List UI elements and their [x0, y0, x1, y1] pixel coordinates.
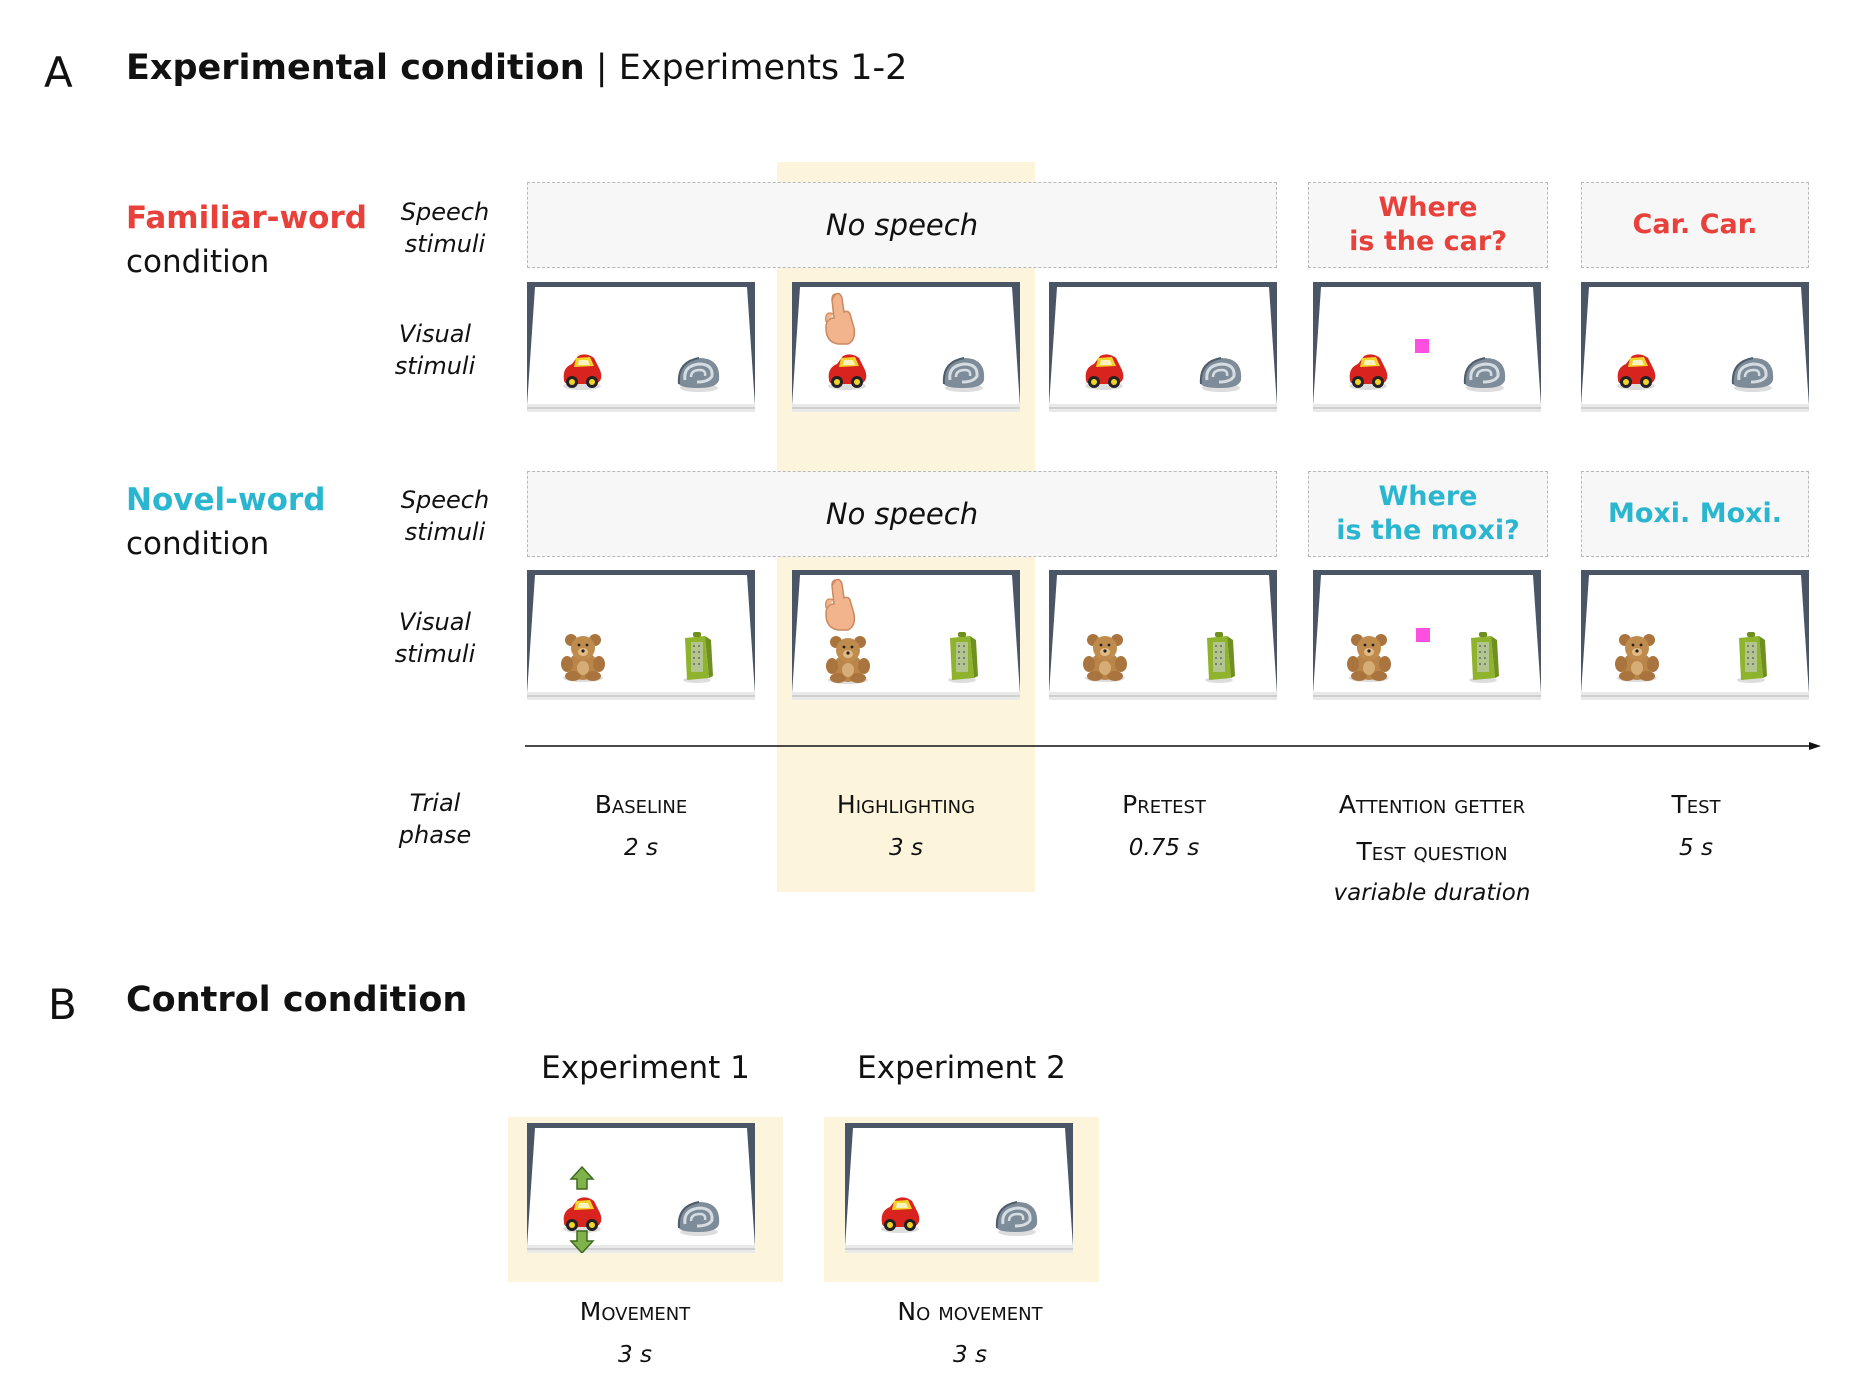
cheese-grater-icon [1737, 632, 1767, 683]
visual-label-line1: Visual [398, 320, 472, 348]
panel-b-title: Control condition [126, 980, 468, 1020]
phase-time: 0.75 s [1128, 835, 1200, 861]
phase-time: variable duration [1333, 880, 1531, 906]
attention-getter-square [1416, 628, 1430, 642]
panel-a-letter: A [44, 48, 73, 97]
novel-baseline-screen [527, 570, 755, 700]
teddy-bear-icon [826, 636, 870, 684]
phase-name: Highlighting [836, 790, 976, 819]
phase-test: Test 5 s [1596, 790, 1796, 861]
experiment-2-screen [845, 1123, 1073, 1253]
familiar-speech-label: Speech stimuli [390, 196, 500, 260]
experiment-1-screen [527, 1123, 755, 1253]
familiar-title-colored: Familiar-word [126, 200, 367, 236]
novel-title-colored: Novel-word [126, 482, 326, 518]
visual-label-line2: stimuli [394, 640, 476, 668]
visual-label-line2: stimuli [394, 352, 476, 380]
shell-icon [1463, 356, 1507, 394]
familiar-baseline-screen [527, 282, 755, 412]
novel-question-box: Where is the moxi? [1308, 471, 1548, 557]
up-arrow-icon [569, 1165, 595, 1190]
teddy-bear-icon [561, 634, 605, 682]
shell-icon [677, 1200, 721, 1238]
trial-phase-line1: Trial [409, 789, 461, 817]
phase-name-2: Test question [1356, 837, 1508, 866]
teddy-bear-icon [1083, 634, 1127, 682]
familiar-condition-title: Familiar-word condition [126, 196, 367, 284]
panel-a-title-rest: | Experiments 1-2 [595, 48, 908, 88]
phase-time: 3 s [889, 835, 923, 861]
cheese-grater-icon [683, 632, 713, 683]
novel-speech-label: Speech stimuli [390, 484, 500, 548]
panel-b-letter: B [48, 980, 77, 1029]
novel-highlighting-screen [792, 570, 1020, 700]
visual-label-line1: Visual [398, 608, 472, 636]
novel-test-word-box: Moxi. Moxi. [1581, 471, 1809, 557]
no-movement-time: 3 s [953, 1342, 987, 1368]
shell-icon [1199, 356, 1243, 394]
experiment-1-title: Experiment 1 [541, 1050, 750, 1086]
novel-title-plain: condition [126, 526, 270, 562]
timeline-arrow [525, 742, 1821, 750]
familiar-highlighting-screen [792, 282, 1020, 412]
experiment-2-title: Experiment 2 [857, 1050, 1066, 1086]
novel-test-word: Moxi. Moxi. [1607, 498, 1783, 529]
familiar-visual-label: Visual stimuli [380, 318, 490, 382]
familiar-no-speech-box: No speech [527, 182, 1277, 268]
phase-baseline: Baseline 2 s [541, 790, 741, 861]
novel-no-speech-box: No speech [527, 471, 1277, 557]
cheese-grater-icon [1205, 632, 1235, 683]
speech-label-line1: Speech [400, 198, 490, 226]
no-speech-text: No speech [825, 208, 979, 242]
down-arrow-icon [569, 1230, 595, 1253]
familiar-test-screen [1581, 282, 1809, 412]
panel-a-title-bold: Experimental condition [126, 48, 585, 88]
phase-attention-getter: Attention getter Test question variable … [1282, 790, 1582, 906]
movement-time: 3 s [618, 1342, 652, 1368]
shell-icon [995, 1200, 1039, 1238]
novel-visual-label: Visual stimuli [380, 606, 490, 670]
experiment-1-phase: Movement 3 s [535, 1297, 735, 1368]
novel-question-line2: is the moxi? [1336, 515, 1520, 546]
movement-label: Movement [579, 1297, 691, 1326]
phase-name: Baseline [594, 790, 688, 819]
trial-phase-label: Trial phase [380, 787, 490, 851]
phase-highlighting: Highlighting 3 s [781, 790, 1031, 861]
trial-phase-line2: phase [398, 821, 472, 849]
familiar-attention-screen [1313, 282, 1541, 412]
familiar-test-word: Car. Car. [1632, 209, 1758, 240]
speech-label-line2: stimuli [404, 230, 486, 258]
attention-getter-square [1415, 339, 1429, 353]
novel-question-line1: Where [1378, 481, 1478, 512]
no-movement-label: No movement [897, 1297, 1043, 1326]
cheese-grater-icon [948, 632, 978, 683]
teddy-bear-icon [1615, 634, 1659, 682]
speech-label-line1: Speech [400, 486, 490, 514]
phase-pretest: Pretest 0.75 s [1064, 790, 1264, 861]
phase-time: 5 s [1679, 835, 1713, 861]
novel-attention-screen [1313, 570, 1541, 700]
novel-test-screen [1581, 570, 1809, 700]
teddy-bear-icon [1347, 634, 1391, 682]
shell-icon [1731, 356, 1775, 394]
shell-icon [942, 356, 986, 394]
phase-name: Attention getter [1338, 790, 1526, 819]
familiar-question-line2: is the car? [1349, 226, 1507, 257]
phase-time: 2 s [624, 835, 658, 861]
phase-name: Pretest [1122, 790, 1206, 819]
familiar-question-box: Where is the car? [1308, 182, 1548, 268]
shell-icon [677, 356, 721, 394]
no-speech-text: No speech [825, 497, 979, 531]
novel-condition-title: Novel-word condition [126, 478, 325, 566]
phase-name: Test [1671, 790, 1721, 819]
cheese-grater-icon [1469, 632, 1499, 683]
familiar-question-line1: Where [1378, 192, 1478, 223]
panel-a-title: Experimental condition | Experiments 1-2 [126, 48, 907, 88]
novel-pretest-screen [1049, 570, 1277, 700]
speech-label-line2: stimuli [404, 518, 486, 546]
familiar-test-word-box: Car. Car. [1581, 182, 1809, 268]
familiar-title-plain: condition [126, 244, 270, 280]
familiar-pretest-screen [1049, 282, 1277, 412]
experiment-2-phase: No movement 3 s [850, 1297, 1090, 1368]
